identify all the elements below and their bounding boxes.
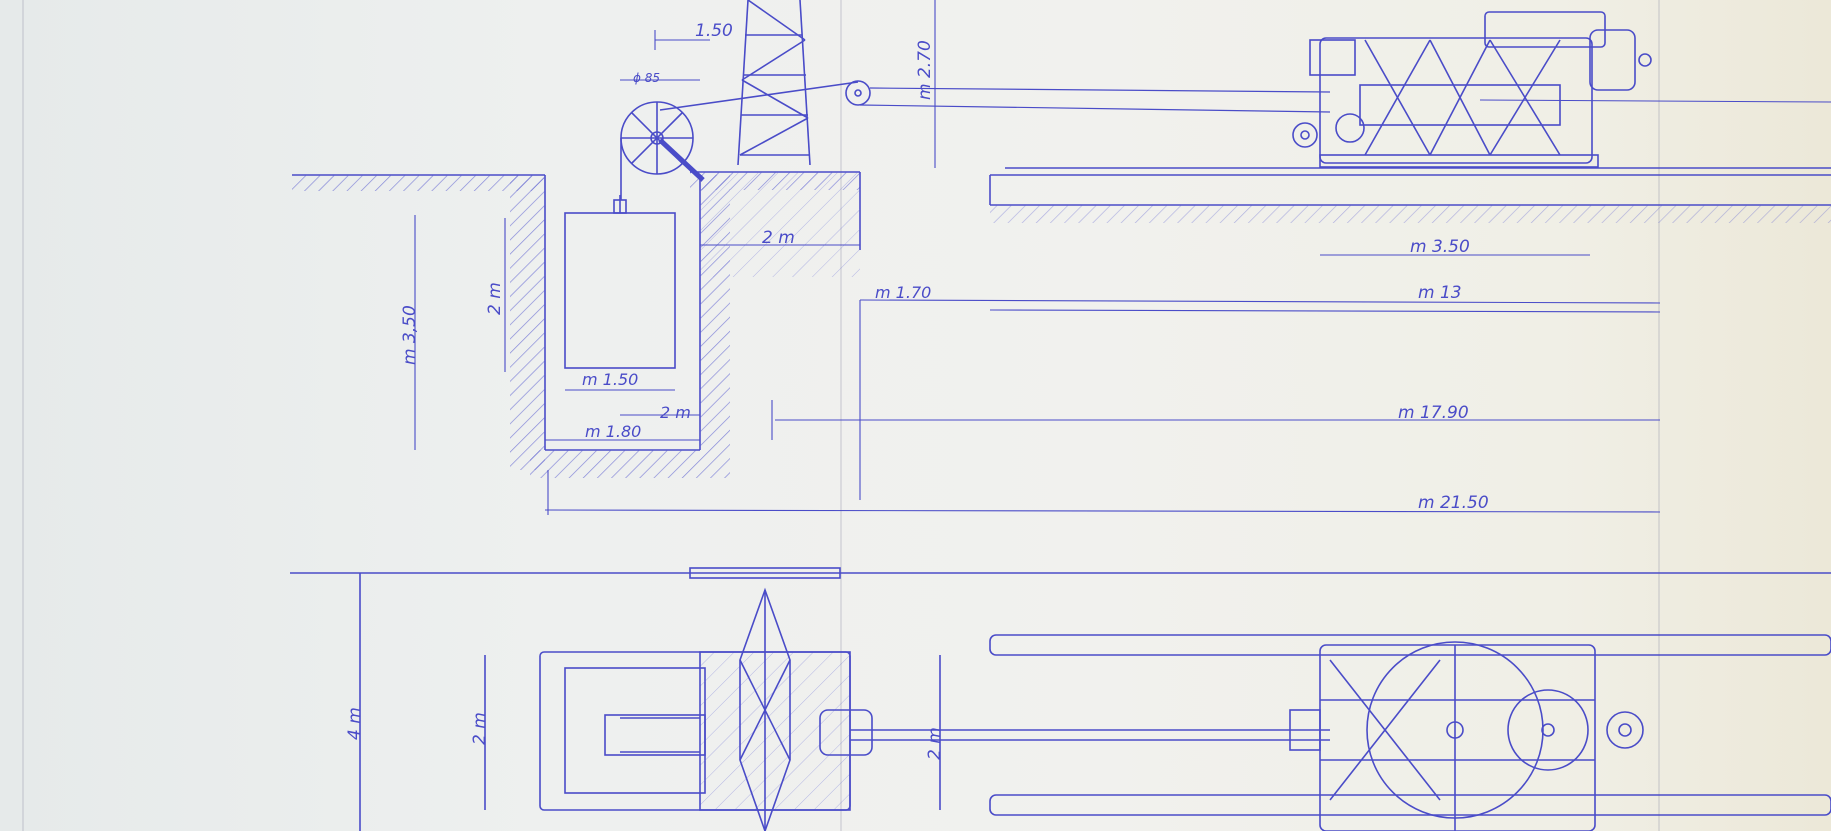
dim-label: 2 m	[660, 403, 691, 422]
paper-fold	[1658, 0, 1660, 831]
dimension-lines-elevation	[414, 0, 1661, 515]
dim-label: m 1.50	[582, 370, 638, 389]
dim-label: 2 m	[762, 228, 795, 248]
dim-label: 2 m	[470, 712, 490, 745]
dim-label: 1.50	[695, 21, 733, 41]
winch-drum	[620, 101, 705, 200]
winch-machine-elevation	[1292, 11, 1652, 168]
dim-label: 4 m	[345, 707, 365, 740]
dim-label: m 17.90	[1398, 403, 1469, 423]
dim-label: 2 m	[925, 727, 945, 760]
cable-line	[659, 80, 1831, 113]
dim-label: m 1.80	[585, 422, 641, 441]
dim-label: 2 m	[485, 282, 505, 315]
dim-label: m 21.50	[1418, 493, 1489, 513]
dim-label: m 2.70	[915, 40, 935, 100]
lattice-mast	[737, 0, 811, 166]
paper-fold	[840, 0, 842, 831]
pit-shaft	[510, 172, 860, 478]
dim-label: m 3.50	[1410, 237, 1470, 257]
dim-label: m 13	[1418, 283, 1462, 303]
dim-label: m 1.70	[875, 283, 931, 302]
plan-view	[290, 567, 1831, 831]
dim-label: m 3,50	[400, 305, 420, 365]
paper-edge	[22, 0, 24, 831]
dim-label: ϕ 85	[633, 71, 660, 85]
